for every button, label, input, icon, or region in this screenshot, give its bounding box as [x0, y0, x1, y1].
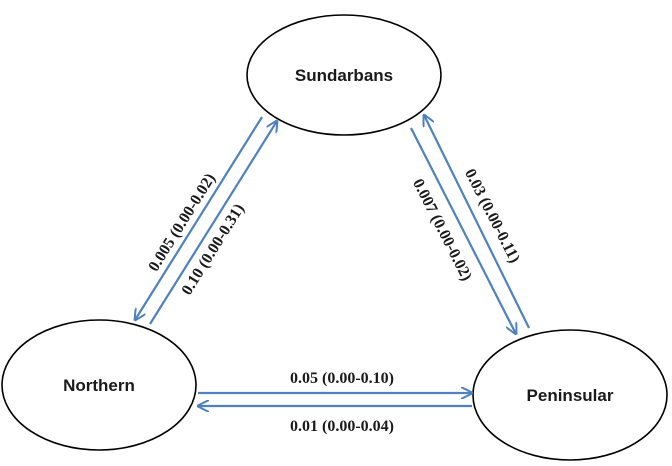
- sundarbans-label: Sundarbans: [295, 66, 393, 85]
- node-sundarbans: Sundarbans: [246, 14, 442, 136]
- peninsular-ellipse: [472, 329, 668, 461]
- node-peninsular: Peninsular: [472, 329, 668, 461]
- northern-ellipse: [1, 319, 197, 451]
- peninsular-label: Peninsular: [527, 386, 614, 405]
- sundarbans-ellipse: [246, 14, 442, 136]
- node-northern: Northern: [1, 319, 197, 451]
- label-northern-to-peninsular: 0.05 (0.00-0.10): [290, 370, 394, 387]
- arrow-sundarbans-to-peninsular: [410, 127, 516, 334]
- arrow-peninsular-to-sundarbans: [424, 115, 530, 329]
- northern-label: Northern: [63, 376, 135, 395]
- label-peninsular-to-northern: 0.01 (0.00-0.04): [290, 418, 394, 435]
- label-sundarbans-to-peninsular: 0.007 (0.00-0.02): [409, 176, 475, 283]
- arrow-northern-to-sundarbans: [149, 121, 277, 325]
- arrow-sundarbans-to-northern: [135, 116, 263, 320]
